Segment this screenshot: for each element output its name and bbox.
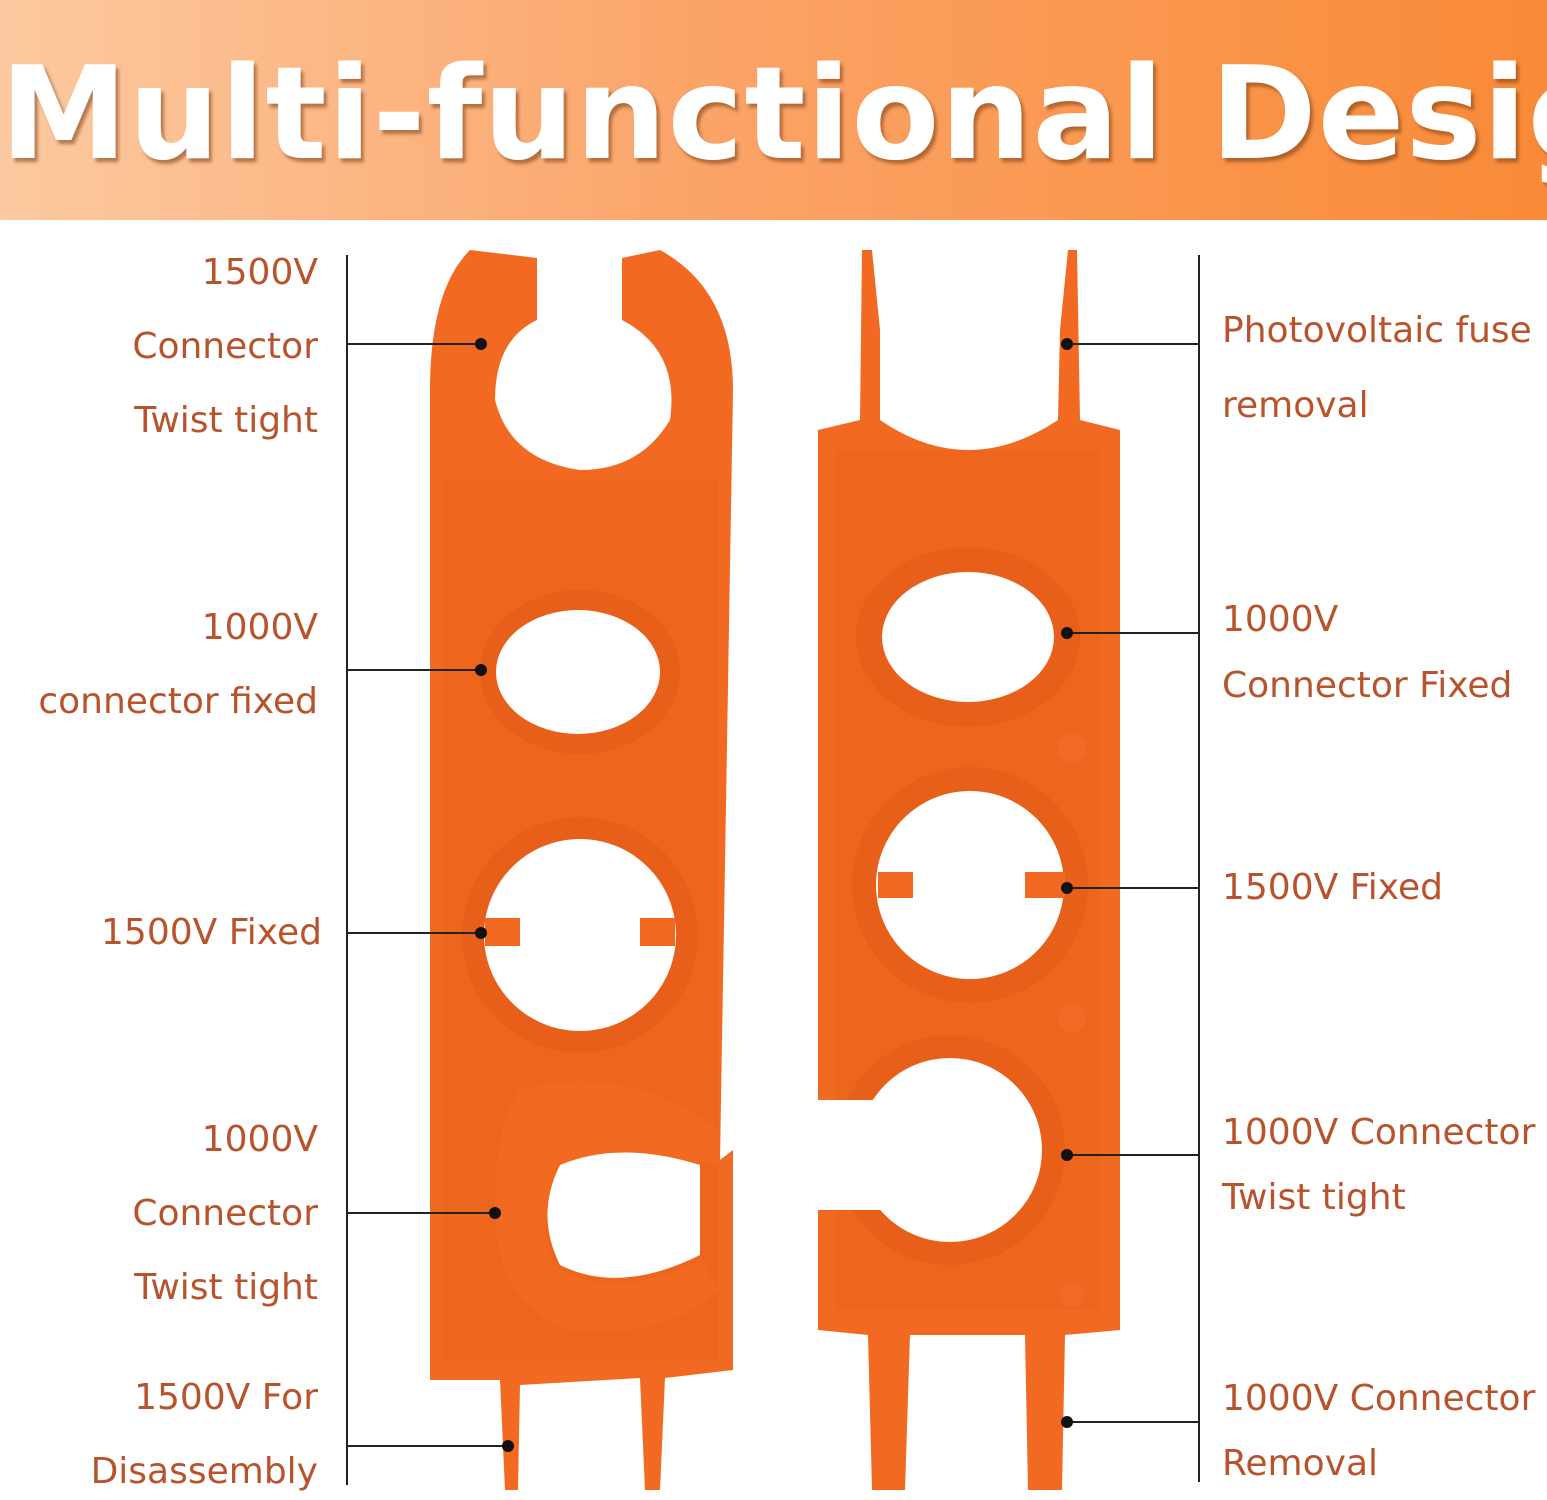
label-line: 1000V [201,1119,318,1160]
label-line: Disassembly [90,1451,318,1492]
label-1000v-connector-twist-right: 1000V Connector Twist tight [1222,1100,1535,1230]
page-title: Multi-functional Design [0,40,1547,189]
label-line: 1000V [201,607,318,648]
label-line: 1000V Connector [1222,1378,1536,1419]
label-line: Twist tight [134,400,318,441]
label-line: Photovoltaic fuse [1222,310,1532,351]
label-line: Connector [132,326,318,367]
label-1500v-disassembly: 1500V For Disassembly [91,1361,318,1500]
label-line: removal [1222,385,1369,426]
label-1000v-connector-twist: 1000V Connector Twist tight [132,1103,318,1325]
label-line: 1500V [201,252,318,293]
label-line: Connector [132,1193,318,1234]
label-1500v-fixed: 1500V Fixed [101,896,322,970]
label-1000v-connector-removal: 1000V Connector Removal [1222,1366,1535,1496]
label-line: 1500V Fixed [101,912,322,953]
callout-dots [475,338,1073,1452]
label-1000v-connector-fixed: 1000V connector fixed [38,591,318,739]
label-fuse-removal: Photovoltaic fuse removal [1222,293,1532,443]
label-1500v-connector-twist: 1500V Connector Twist tight [132,236,318,458]
label-line: 1500V Fixed [1222,867,1443,908]
label-line: 1500V For [134,1377,318,1418]
label-line: Connector Fixed [1222,665,1513,706]
label-line: 1000V Connector [1222,1112,1536,1153]
label-1000v-connector-fixed-right: 1000V Connector Fixed [1222,587,1512,719]
label-line: Removal [1222,1443,1379,1484]
label-line: Twist tight [134,1267,318,1308]
label-1500v-fixed-right: 1500V Fixed [1222,854,1443,922]
label-line: Twist tight [1222,1177,1406,1218]
leader-lines [346,255,1200,1485]
label-line: connector fixed [38,681,318,722]
header-banner: Multi-functional Design [0,0,1547,220]
label-line: 1000V [1222,599,1339,640]
